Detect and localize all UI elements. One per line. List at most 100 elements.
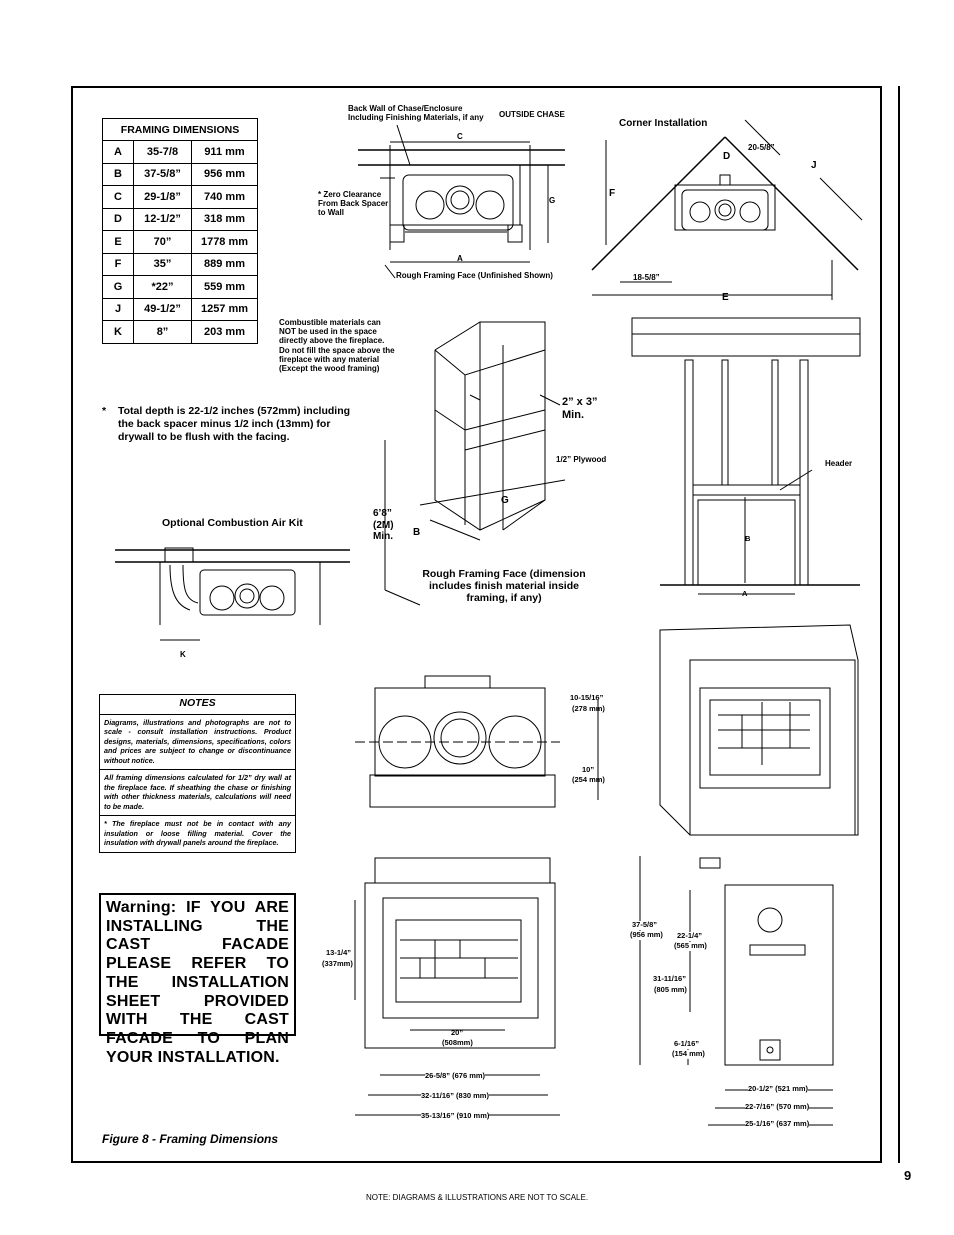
top-detail-dim2: 10”: [582, 765, 595, 774]
dim-key: C: [102, 185, 134, 209]
framing-g-label: G: [501, 495, 509, 506]
depth-note: * Total depth is 22-1/2 inches (572mm) i…: [102, 405, 364, 444]
front-width-opening: 20”: [451, 1028, 464, 1037]
side-height-3-metric: (805 mm): [654, 985, 687, 995]
top-detail-dim1-metric: (278 mm): [572, 704, 605, 713]
side-height-4-metric: (154 mm): [672, 1049, 705, 1059]
notes-box: NOTES Diagrams, illustrations and photog…: [99, 694, 296, 853]
side-height-3: 31-11/16”: [653, 974, 686, 984]
notes-paragraph: Diagrams, illustrations and photographs …: [100, 715, 295, 771]
notes-paragraph: All framing dimensions calculated for 1/…: [100, 770, 295, 817]
dim-key: D: [102, 207, 134, 231]
zero-clearance-label: * Zero Clearance From Back Spacer to Wal…: [318, 190, 389, 218]
rough-framing-label: Rough Framing Face (Unfinished Shown): [396, 271, 553, 280]
combustion-kit-title: Optional Combustion Air Kit: [162, 517, 303, 529]
corner-d-label: D: [723, 151, 731, 162]
dim-imperial: 29-1/8”: [133, 185, 192, 209]
top-detail-dim1: 10-15/16”: [570, 693, 604, 702]
dim-a-label: A: [457, 254, 463, 263]
front-width-4: 35-13/16” (910 mm): [421, 1111, 490, 1121]
two-by-three-label: 2” x 3” Min.: [562, 396, 598, 421]
dim-metric: 318 mm: [191, 207, 258, 231]
side-height-1: 37-5/8”: [632, 920, 658, 930]
dim-metric: 889 mm: [191, 252, 258, 276]
dim-imperial: 49-1/2”: [133, 297, 192, 321]
dim-metric: 203 mm: [191, 320, 258, 344]
front-width-2: 26-5/8” (676 mm): [425, 1071, 486, 1081]
dim-key: A: [102, 140, 134, 164]
dim-metric: 956 mm: [191, 162, 258, 186]
corner-f-label: F: [609, 188, 616, 199]
depth-note-text: Total depth is 22-1/2 inches (572mm) inc…: [118, 405, 351, 444]
dim-imperial: 70”: [133, 230, 192, 254]
dim-key: E: [102, 230, 134, 254]
header-b-label: B: [745, 534, 751, 543]
dim-imperial: 35”: [133, 252, 192, 276]
corner-dim-left: 18-5/8”: [633, 273, 660, 282]
front-view-drawing: [354, 857, 560, 1116]
front-height-metric: (337mm): [322, 959, 353, 968]
dim-g-label: G: [549, 196, 556, 205]
front-width-opening-metric: (508mm): [442, 1038, 473, 1047]
combustion-kit-k-label: K: [180, 650, 186, 659]
corner-title: Corner Installation: [619, 118, 708, 129]
side-view-drawing: [639, 856, 834, 1126]
side-depth-3: 25-1/16” (637 mm): [745, 1119, 810, 1129]
dim-metric: 1778 mm: [191, 230, 258, 254]
dim-key: G: [102, 275, 134, 299]
framing-b-label: B: [413, 527, 421, 538]
combustible-note: Combustible materials can NOT be used in…: [279, 318, 395, 373]
warning-box: Warning: IF YOU ARE INSTALLING THE CAST …: [99, 893, 296, 1066]
top-view-drawing: [358, 124, 565, 279]
dim-metric: 1257 mm: [191, 297, 258, 321]
dim-metric: 740 mm: [191, 185, 258, 209]
side-height-4: 6-1/16”: [674, 1039, 700, 1049]
dim-key: F: [102, 252, 134, 276]
side-depth-1: 20-1/2” (521 mm): [748, 1084, 809, 1094]
side-depth-2: 22-7/16” (570 mm): [745, 1102, 810, 1112]
table-title: FRAMING DIMENSIONS: [102, 118, 258, 141]
height-min-label: 6’8” (2M) Min.: [373, 508, 394, 542]
figure-caption: Figure 8 - Framing Dimensions: [102, 1132, 279, 1146]
dim-imperial: 35-7/8: [133, 140, 192, 164]
side-height-2-metric: (565 mm): [674, 941, 707, 951]
dim-imperial: *22”: [133, 275, 192, 299]
framing-3d-drawing: [384, 321, 566, 606]
table-row: G*22”559 mm: [102, 275, 258, 299]
side-height-2: 22-1/4”: [677, 931, 703, 941]
depth-note-star: *: [102, 405, 107, 417]
top-detail-drawing: [355, 675, 599, 808]
header-framing-drawing: [631, 317, 861, 595]
dim-imperial: 8”: [133, 320, 192, 344]
fireplace-perspective-drawing: [659, 624, 859, 836]
front-width-3: 32-11/16” (830 mm): [421, 1091, 489, 1101]
side-height-1-metric: (956 mm): [630, 930, 663, 940]
notes-heading: NOTES: [100, 695, 295, 715]
corner-dim-top: 20-5/8”: [748, 143, 775, 152]
dim-metric: 911 mm: [191, 140, 258, 164]
top-detail-dim2-metric: (254 mm): [572, 775, 605, 784]
front-height: 13-1/4”: [326, 948, 352, 957]
dim-imperial: 37-5/8”: [133, 162, 192, 186]
dim-metric: 559 mm: [191, 275, 258, 299]
back-wall-label: Back Wall of Chase/Enclosure Including F…: [348, 104, 484, 123]
plywood-label: 1/2” Plywood: [556, 455, 607, 464]
corner-install-drawing: [591, 119, 863, 300]
dim-key: J: [102, 297, 134, 321]
dim-key: B: [102, 162, 134, 186]
outside-chase-label: OUTSIDE CHASE: [499, 110, 565, 119]
header-a-label: A: [742, 589, 748, 598]
page-edge-rule: [898, 86, 900, 1163]
combustion-kit-drawing: [115, 547, 350, 641]
page-frame: [71, 86, 882, 1163]
dim-key: K: [102, 320, 134, 344]
